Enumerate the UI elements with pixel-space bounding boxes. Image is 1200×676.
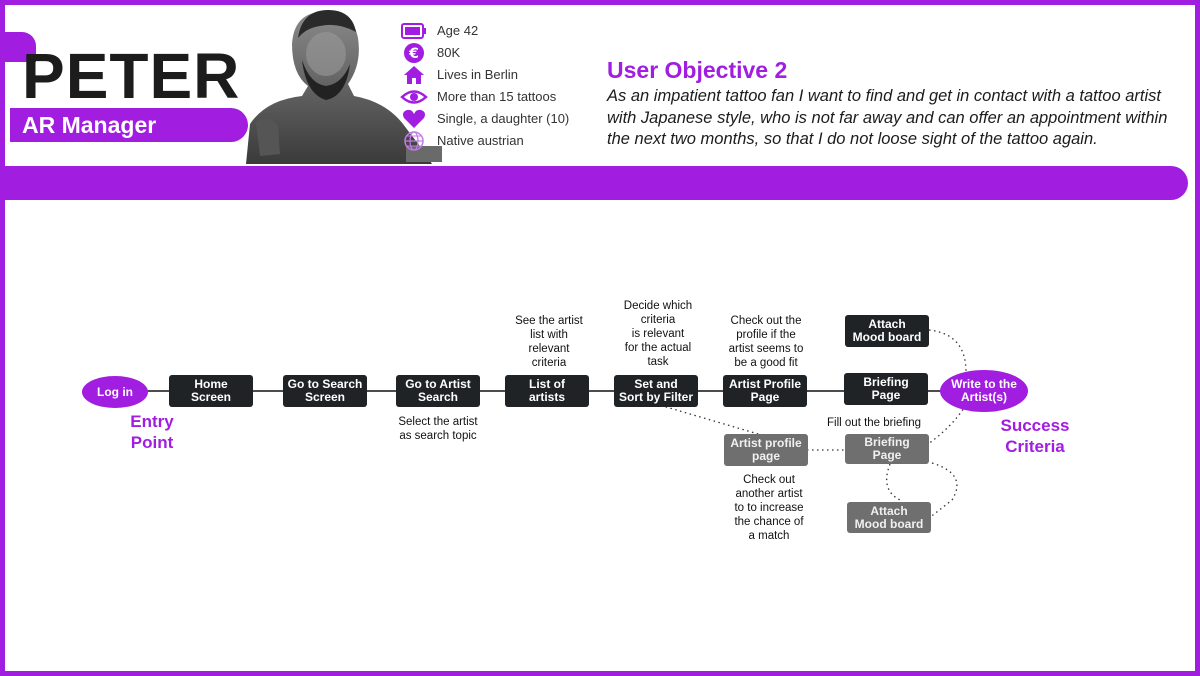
fact-label: Lives in Berlin [437,67,518,82]
note-select-artist: Select the artist as search topic [398,416,478,442]
fact-label: Age 42 [437,23,479,38]
fact-label: Native austrian [437,133,524,148]
step-go-to-search-screen: Go to Search Screen [283,375,367,407]
divider-band [0,166,1188,200]
step-briefing-page: Briefing Page [844,373,928,405]
globe-icon [404,131,424,151]
eye-icon [400,90,428,104]
fact-location: Lives in Berlin [400,64,600,86]
note-fill-briefing: Fill out the briefing [827,417,921,429]
note-check-another: Check out another artist to to increase … [734,474,804,542]
connector-alt-briefing-loop [886,463,901,501]
entry-point-label: Entry Point [130,412,174,452]
note-see-list: See the artist list with relevant criter… [515,315,583,369]
success-criteria-label: Success Criteria [1000,416,1070,456]
heart-icon [403,109,425,128]
battery-icon [401,23,426,39]
note-check-profile: Check out the profile if the artist seem… [728,315,804,369]
persona-name: PETER [22,40,241,112]
euro-icon: € [404,43,424,63]
note-decide-criteria: Decide which criteria is relevant for th… [623,300,693,368]
fact-income: € 80K [400,42,600,64]
step-set-and-sort-by-filter: Set and Sort by Filter [614,375,698,407]
persona-photo [246,10,442,164]
login-node: Log in [82,376,148,408]
home-icon [404,66,424,84]
fact-label: 80K [437,45,461,60]
objective-text: As an impatient tattoo fan I want to fin… [607,87,1168,148]
fact-label: Single, a daughter (10) [437,111,570,126]
persona-role: AR Manager [10,108,248,142]
step-go-to-artist-search: Go to Artist Search [396,375,480,407]
svg-text:€: € [408,46,419,62]
write-to-artist-node: Write to the Artist(s) [940,370,1028,412]
connector-filter-to-alt-profile [655,403,766,437]
fact-tattoos: More than 15 tattoos [400,86,600,108]
decorative-tab [0,32,36,62]
step-home-screen: Home Screen [169,375,253,407]
alt-attach-mood-board: Attach Mood board [847,502,931,533]
alt-artist-profile-page: Artist profile page [724,434,808,466]
fact-label: More than 15 tattoos [437,89,557,104]
fact-age: Age 42 [400,20,600,42]
step-list-of-artists: List of artists [505,375,589,407]
alt-briefing-page: Briefing Page [845,434,929,464]
connector-attach-to-write [928,329,967,373]
objective-title: User Objective 2 [607,57,788,83]
connector-alt-briefing-to-alt-attach [929,462,958,518]
fact-nationality: Native austrian [400,130,600,152]
step-artist-profile-page: Artist Profile Page [723,375,807,407]
fact-family: Single, a daughter (10) [400,108,600,130]
step-attach-mood-board: Attach Mood board [845,315,929,347]
